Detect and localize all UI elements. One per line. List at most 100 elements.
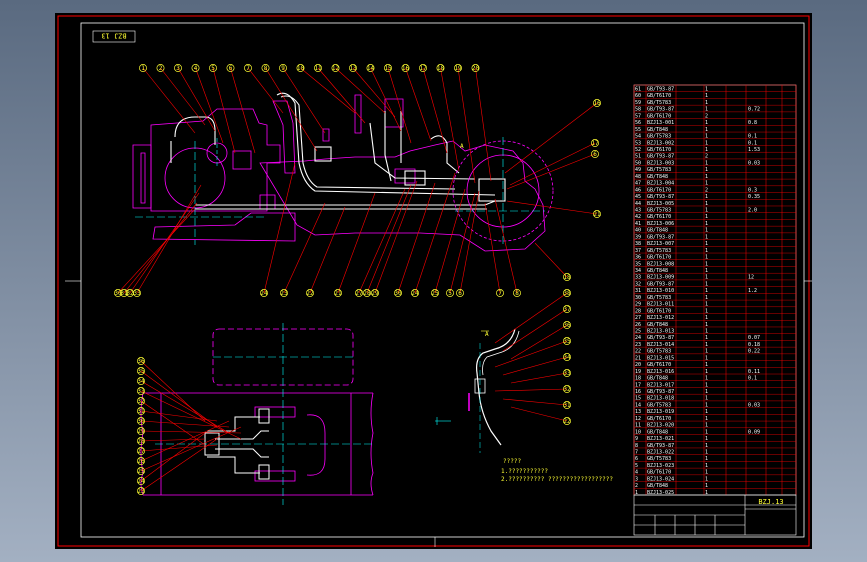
plan-label-7: 30 — [137, 418, 145, 425]
table-cell: 58 — [635, 107, 641, 113]
balloon-circle — [513, 289, 521, 297]
table-cell: 1 — [705, 322, 708, 328]
technical-notes: ????? 1.??????????? 2.?????????? ???????… — [501, 458, 613, 483]
table-cell: 1 — [705, 423, 708, 429]
balloon-circle — [401, 64, 410, 72]
table-cell: 12 — [635, 416, 641, 422]
table-cell: 1 — [705, 201, 708, 207]
top-label-13: 13 — [349, 65, 357, 72]
leader-line — [374, 180, 418, 294]
balloon-circle — [137, 487, 145, 495]
leader-line — [140, 390, 242, 440]
table-cell: GB/T848 — [647, 127, 668, 133]
view-a-label: A — [485, 331, 489, 338]
leader-line — [140, 370, 218, 428]
table-cell: BZJ13-012 — [647, 315, 674, 321]
leader-line — [502, 308, 568, 352]
top-label-18: 18 — [437, 65, 445, 72]
balloon-circle — [591, 139, 599, 147]
top-label-6: 6 — [229, 65, 233, 72]
table-cell: 0.35 — [748, 194, 760, 200]
bottom-label-11: 29 — [371, 290, 379, 297]
table-cell: BZJ13-008 — [647, 261, 674, 267]
table-cell: 16 — [635, 389, 641, 395]
table-cell: GB/T6170 — [647, 255, 671, 261]
bottom-label-14: 25 — [431, 290, 439, 297]
plan-label-3: 34 — [137, 378, 145, 385]
drawing-stamp: BZJ 13 — [101, 32, 126, 40]
leader-line — [494, 198, 518, 294]
table-cell: 1 — [705, 208, 708, 214]
table-cell: BZJ13-017 — [647, 382, 674, 388]
table-cell: 36 — [635, 255, 641, 261]
balloon-circle — [209, 64, 217, 72]
leader-lines — [117, 67, 598, 492]
table-cell: BZJ13-016 — [647, 369, 674, 375]
leader-line — [177, 67, 216, 132]
table-cell: GB/T93-87 — [647, 234, 674, 240]
table-cell: 56 — [635, 120, 641, 126]
table-cell: 1 — [705, 167, 708, 173]
balloon-circle — [260, 289, 268, 297]
leader-line — [140, 420, 230, 462]
leader-line — [140, 410, 218, 422]
detail-label-2: 37 — [563, 306, 571, 313]
top-label-20: 20 — [472, 65, 480, 72]
table-cell: 0.1 — [748, 376, 757, 382]
balloon-circle — [496, 289, 504, 297]
leader-line — [140, 432, 206, 482]
table-cell: BZJ13-007 — [647, 241, 674, 247]
table-cell: 33 — [635, 275, 641, 281]
bottom-label-16: 6 — [458, 290, 462, 297]
cad-drawing: BZJ 13 — [57, 15, 812, 547]
table-cell: 42 — [635, 214, 641, 220]
table-cell: 1 — [705, 140, 708, 146]
balloon-circle — [133, 289, 141, 297]
right-label-5: 18 — [563, 274, 571, 281]
table-cell: GB/T848 — [647, 429, 668, 435]
balloon-circle — [137, 387, 145, 395]
balloon-circle — [120, 289, 128, 297]
table-cell: GB/T6170 — [647, 93, 671, 99]
leader-line — [129, 192, 200, 294]
table-cell: 1 — [705, 100, 708, 106]
balloon-circle — [394, 289, 402, 297]
leader-line — [510, 372, 568, 384]
bottom-label-10: 28 — [363, 290, 371, 297]
table-cell: 2.0 — [748, 208, 757, 214]
plan-label-6: 31 — [137, 408, 145, 415]
right-label-1: 16 — [593, 100, 601, 107]
top-label-16: 16 — [402, 65, 410, 72]
bottom-label-5: 24 — [260, 290, 268, 297]
plan-label-9: 28 — [137, 438, 145, 445]
table-cell: 1 — [705, 127, 708, 133]
balloon-circle — [137, 417, 145, 425]
table-cell: 0.18 — [748, 342, 760, 348]
table-cell: 1 — [705, 221, 708, 227]
table-cell: 1 — [705, 349, 708, 355]
balloon-circle — [279, 64, 287, 72]
balloon-circle — [137, 397, 145, 405]
plan-view — [140, 323, 375, 505]
balloon-circle — [174, 64, 182, 72]
plan-label-12: 25 — [137, 468, 145, 475]
balloon-circle — [593, 210, 601, 218]
table-cell: GB/T93-87 — [647, 87, 674, 93]
side-view: A — [132, 92, 554, 252]
table-cell: 1 — [705, 315, 708, 321]
notes-line-1: 1.??????????? — [501, 468, 548, 475]
table-cell: 39 — [635, 234, 641, 240]
leader-line — [387, 67, 412, 144]
table-cell: BZJ13-022 — [647, 449, 674, 455]
leader-line — [142, 67, 196, 134]
table-cell: 1 — [705, 382, 708, 388]
bottom-label-3: 32 — [126, 290, 134, 297]
plan-label-2: 35 — [137, 368, 145, 375]
table-cell: 52 — [635, 147, 641, 153]
balloon-circle — [411, 289, 419, 297]
bottom-label-6: 23 — [280, 290, 288, 297]
leader-line — [247, 67, 284, 114]
balloon-circle — [563, 417, 571, 425]
table-cell: 1 — [705, 470, 708, 476]
table-cell: 1 — [705, 160, 708, 166]
